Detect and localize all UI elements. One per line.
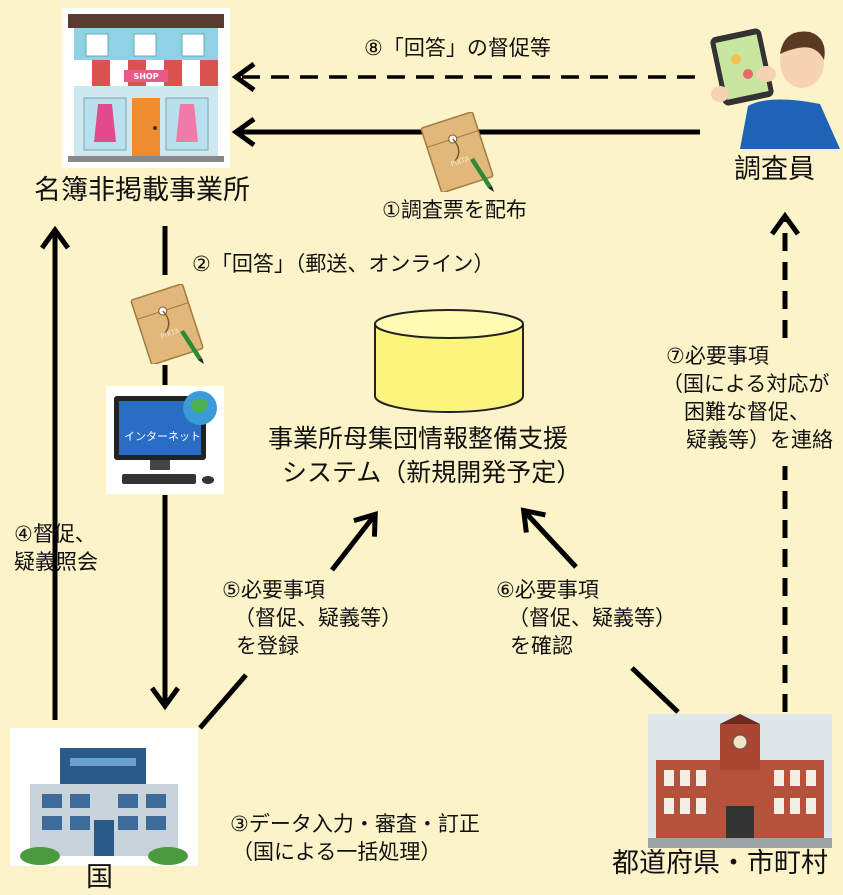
- arrow-5-line: [198, 673, 248, 730]
- step-5-label-line3: を登録: [236, 634, 299, 658]
- step-2-label: ②「回答」（郵送、オンライン）: [192, 252, 495, 276]
- step-3-label-line1: ③データ入力・審査・訂正: [230, 812, 480, 836]
- step-6-label-line3: を確認: [510, 634, 573, 658]
- government-building-illustration: [10, 728, 198, 866]
- system-title-line1: 事業所母集団情報整備支援: [268, 424, 569, 453]
- shop-illustration: SHOP: [62, 8, 230, 168]
- step-7-label-line3: 困難な督促、: [684, 400, 810, 424]
- step-1-label: ①調査票を配布: [382, 198, 527, 222]
- step-5-label-line1: ⑤必要事項: [222, 578, 325, 602]
- step-3-label-line2: （国による一括処理）: [232, 840, 442, 864]
- arrow-6-line: [630, 666, 680, 714]
- survey-envelope-icon: PIXTA: [420, 112, 494, 192]
- step-7-label-line2: （国による対応が: [662, 372, 830, 396]
- internet-computer-illustration: インターネット: [106, 386, 224, 494]
- step-6-label-line2: （督促、疑義等）: [508, 606, 676, 630]
- step-8-label: ⑧「回答」の督促等: [364, 36, 551, 60]
- step-7-label-line4: 疑義等）を連絡: [686, 428, 833, 452]
- step-6-label-line1: ⑥必要事項: [496, 578, 599, 602]
- response-envelope-icon: PIXTA: [130, 284, 204, 364]
- step-7-label-line1: ⑦必要事項: [666, 344, 769, 368]
- internet-label: インターネット: [124, 430, 201, 443]
- surveyor-illustration: [700, 14, 840, 149]
- database-cylinder-icon: [374, 309, 524, 413]
- step-5-label-line2: （督促、疑義等）: [234, 606, 402, 630]
- local-gov-label: 都道府県・市町村: [612, 848, 828, 879]
- step-4-label-line1: ④督促、: [14, 522, 96, 546]
- surveyor-label: 調査員: [734, 154, 815, 185]
- shop-sign: SHOP: [133, 72, 158, 81]
- country-label: 国: [86, 862, 113, 893]
- city-hall-illustration: [648, 714, 832, 848]
- system-title-line2: システム（新規開発予定）: [282, 458, 582, 487]
- computer-icon: [114, 391, 217, 484]
- step-4-label-line2: 疑義照会: [14, 550, 98, 574]
- arrow-5-arrow: [330, 516, 374, 572]
- arrow-6-arrow: [525, 512, 578, 569]
- shop-label: 名簿非掲載事業所: [34, 175, 250, 206]
